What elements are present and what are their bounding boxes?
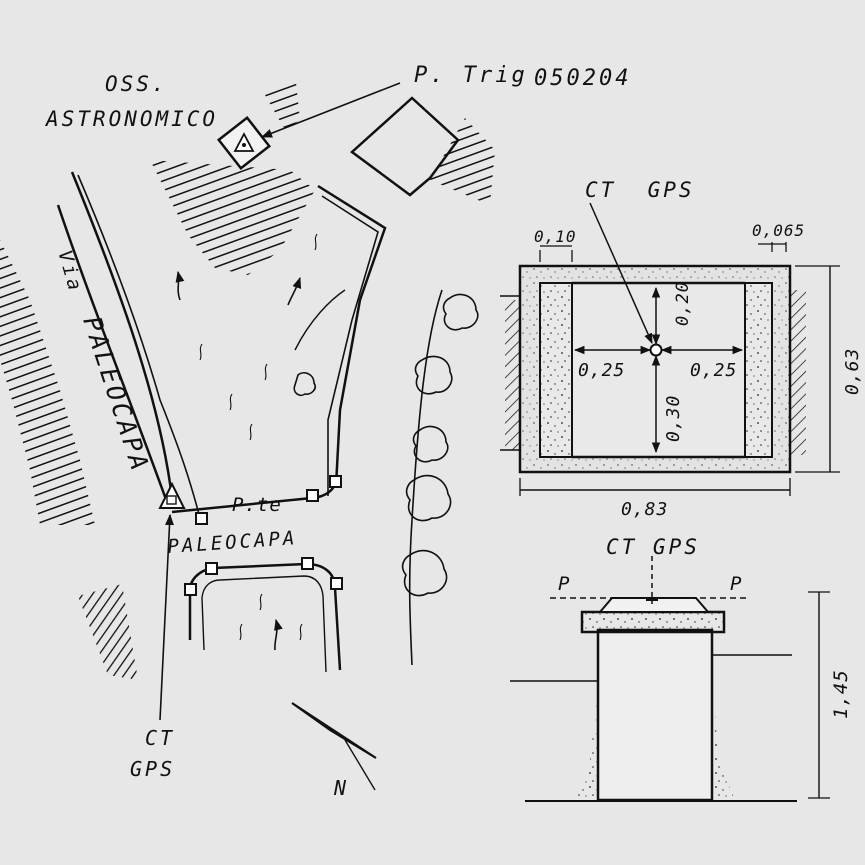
section-plane-left: P xyxy=(558,573,572,595)
map-station-label-line1: CT xyxy=(145,726,175,750)
plan-dim-width: 0,83 xyxy=(621,499,668,520)
gps-leader-line xyxy=(159,513,174,721)
observatory-label-line1: OSS. xyxy=(105,72,168,96)
street-left-inner xyxy=(70,171,174,499)
trig-point-triangle-icon xyxy=(233,132,255,152)
bridge-inner xyxy=(201,575,327,673)
section-plane-right: P xyxy=(730,573,744,595)
plan-side-hatch-left xyxy=(505,300,520,450)
bridge-name-label: PALEOCAPA xyxy=(167,527,298,558)
water-ripples xyxy=(199,233,318,641)
bridge-post-4 xyxy=(205,562,218,575)
hatched-building-top xyxy=(265,82,300,130)
bridge-abbrev-label: P.te xyxy=(232,494,282,516)
canal-right-bank xyxy=(317,184,387,487)
plan-left-beam xyxy=(539,282,573,458)
flow-arrow-1 xyxy=(175,270,185,301)
street-word-label: Via xyxy=(53,248,86,296)
map-station-label-line2: GPS xyxy=(130,757,175,781)
canal-right-bank-inner xyxy=(321,195,379,496)
bridge-post-1 xyxy=(195,512,208,525)
building-block-right xyxy=(350,96,460,197)
plan-dim-edge-left: 0,10 xyxy=(534,227,577,246)
section-cap-slab xyxy=(580,610,726,634)
street-name-label: PALEOCAPA xyxy=(77,313,155,476)
plan-dim-left: 0,25 xyxy=(578,360,625,381)
north-label: N xyxy=(333,776,349,800)
hatched-building-left-far xyxy=(0,240,95,525)
observatory-label-line2: ASTRONOMICO xyxy=(44,107,218,131)
hatched-building-lower-left xyxy=(78,584,138,680)
section-dim-depth: 1,45 xyxy=(830,669,852,719)
bridge-post-2 xyxy=(306,489,319,502)
flow-arrow-3 xyxy=(274,618,283,651)
canal-inner-bank xyxy=(294,289,346,351)
canal-left-bank xyxy=(77,174,201,519)
bridge-bottom-edge xyxy=(188,562,342,671)
plan-right-beam xyxy=(744,282,773,458)
plan-station-label: CT GPS xyxy=(585,178,695,202)
street-left-edge xyxy=(56,204,170,506)
trig-leader-line xyxy=(260,82,401,138)
plan-side-hatch-right xyxy=(790,290,806,455)
bridge-post-6 xyxy=(301,557,314,570)
bridge-post-3 xyxy=(329,475,342,488)
hatched-building-right xyxy=(430,118,495,205)
plan-station-leader xyxy=(589,202,653,344)
plan-station-center xyxy=(649,343,663,357)
trig-point-code: 050204 xyxy=(534,66,631,91)
plan-dim-top: 0,20 xyxy=(673,281,693,326)
trig-point-label: P. Trig xyxy=(414,63,528,88)
section-pillar xyxy=(596,628,714,802)
section-station-label: CT GPS xyxy=(606,535,700,559)
plan-dim-height: 0,63 xyxy=(842,348,863,395)
tree-row xyxy=(293,293,479,597)
plan-view: CT GPS 0,10 0,065 0,20 0,25 0,25 0,30 0,… xyxy=(500,178,863,520)
right-hedge xyxy=(408,289,443,666)
flow-arrow-2 xyxy=(287,276,302,306)
hatched-building-observatory xyxy=(150,160,315,275)
north-arrow-icon xyxy=(291,702,377,791)
plan-dim-right: 0,25 xyxy=(690,360,737,381)
plan-dim-edge-right: 0,065 xyxy=(752,221,805,240)
section-view: CT GPS P P 1,45 xyxy=(510,535,852,802)
bridge-post-7 xyxy=(330,577,343,590)
bridge-post-5 xyxy=(184,583,197,596)
plan-dim-bottom: 0,30 xyxy=(663,395,684,442)
